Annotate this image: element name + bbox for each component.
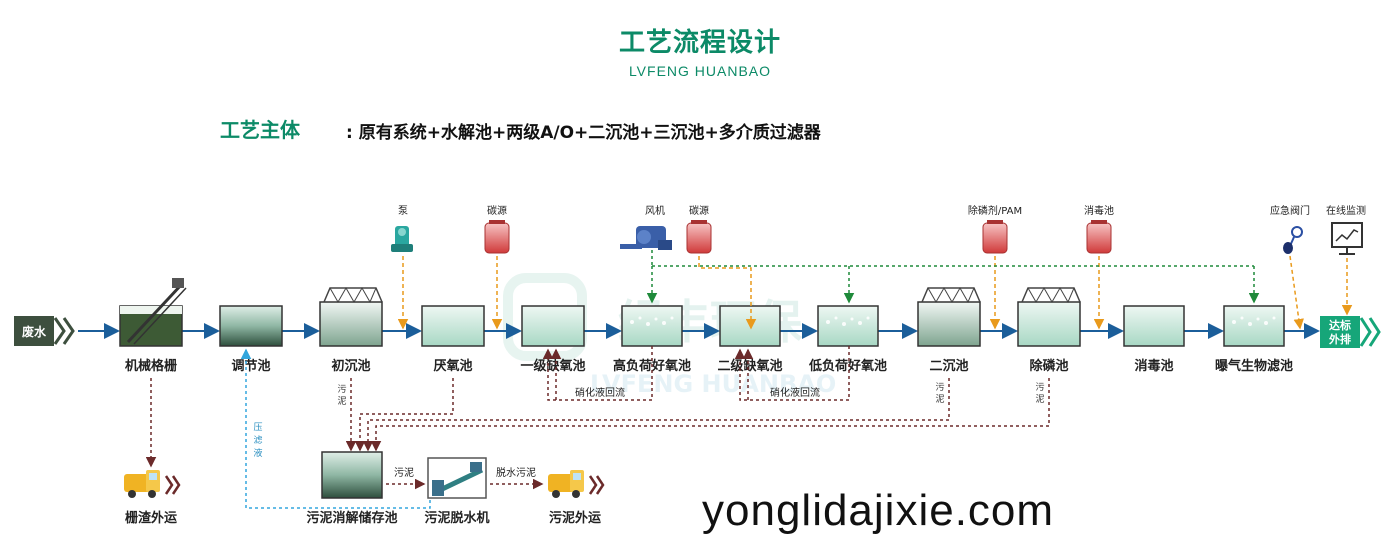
unit-primary-clarifier <box>319 286 383 347</box>
page-title: 工艺流程设计 <box>618 28 781 58</box>
valve-label: 应急阀门 <box>1270 204 1310 217</box>
dewatering-label: 污泥脱水机 <box>424 510 489 526</box>
emergency-valve-icon: 应急阀门 <box>1270 204 1310 254</box>
unit-label: 调节池 <box>231 358 270 374</box>
sludge-label-3b: 泥 <box>1035 394 1044 405</box>
filtrate-label-2: 滤 <box>253 434 262 446</box>
inlet-label: 废水 <box>22 324 47 339</box>
unit-secondary-clarifier <box>917 286 981 347</box>
filtrate-label-1: 压 <box>253 422 262 433</box>
unit-anoxic-tank-1 <box>521 305 585 347</box>
phosphorus-label: 除磷剂/PAM <box>968 204 1022 217</box>
unit-label: 初沉池 <box>331 358 370 374</box>
unit-label: 机械格栅 <box>125 358 177 374</box>
recycle-label-1: 硝化液回流 <box>575 386 625 399</box>
unit-label: 二级缺氧池 <box>717 358 782 374</box>
dewatering-machine-icon <box>427 457 487 499</box>
phosphorus-dosing-icon: 除磷剂/PAM <box>968 204 1022 254</box>
carbon-source-2-icon: 碳源 <box>686 204 712 254</box>
filtrate-return-line <box>240 348 431 509</box>
recycle-lines <box>542 346 850 401</box>
unit-bar-screen <box>119 278 187 347</box>
disinfectant-label: 消毒池 <box>1084 204 1114 217</box>
pump-icon: 泵 <box>391 205 413 252</box>
sludge-label-2b: 泥 <box>935 394 944 405</box>
sludge-out-label: 污泥外运 <box>549 510 601 526</box>
sludge-lines <box>145 378 1050 468</box>
blower-label: 风机 <box>645 204 665 217</box>
screen-out-label: 栅渣外运 <box>125 510 177 526</box>
unit-phosphorus-removal-tank <box>1017 286 1081 347</box>
carbon-source-2-label: 碳源 <box>689 204 709 217</box>
unit-label: 消毒池 <box>1134 358 1173 374</box>
unit-label: 曝气生物滤池 <box>1215 358 1293 374</box>
blower-icon: 风机 <box>620 204 672 250</box>
watermark-en: LVFENG HUANBAO <box>590 370 836 398</box>
unit-label: 低负荷好氧池 <box>808 358 887 374</box>
process-main-label: 工艺主体 <box>220 118 300 142</box>
online-monitor-icon: 在线监测 <box>1326 204 1366 255</box>
sludge-storage-label: 污泥消解储存池 <box>306 510 397 526</box>
sludge-label-1b: 泥 <box>337 396 346 407</box>
unit-aerobic-tank-high <box>621 305 683 347</box>
outlet-label-1: 达标 <box>1329 318 1351 332</box>
unit-disinfection-tank <box>1123 305 1185 347</box>
unit-aerobic-tank-low <box>817 305 879 347</box>
truck-icon <box>548 470 605 498</box>
carbon-source-1-icon: 碳源 <box>484 204 510 254</box>
unit-sludge-storage-tank <box>321 451 383 499</box>
air-supply-lines <box>646 250 1260 304</box>
unit-label: 一级缺氧池 <box>520 358 585 374</box>
unit-anoxic-tank-2 <box>719 305 781 347</box>
unit-anaerobic-tank <box>421 305 485 347</box>
recycle-label-2: 硝化液回流 <box>770 386 820 399</box>
sludge-label-3a: 污 <box>1035 381 1044 393</box>
unit-label: 除磷池 <box>1029 358 1068 374</box>
truck-icon <box>124 470 181 498</box>
disinfectant-icon: 消毒池 <box>1084 204 1114 254</box>
pump-label: 泵 <box>398 205 408 217</box>
unit-label: 厌氧池 <box>433 358 472 374</box>
sludge-label-1a: 污 <box>337 383 346 395</box>
outlet-label-2: 外排 <box>1328 332 1351 346</box>
outlet-block: 达标 外排 <box>1320 316 1381 348</box>
page-subtitle: LVFENG HUANBAO <box>628 63 772 79</box>
website-url: yonglidajixie.com <box>702 486 1055 535</box>
process-main-text: : 原有系统+水解池+两级A/O+二沉池+三沉池+多介质过滤器 <box>346 123 821 143</box>
sludge-label-2a: 污 <box>935 381 944 393</box>
inlet-block: 废水 <box>14 316 75 346</box>
unit-label: 二沉池 <box>929 358 968 374</box>
filtrate-label-3: 液 <box>253 447 262 459</box>
monitor-label: 在线监测 <box>1326 204 1366 217</box>
sludge-arrow-label: 污泥 <box>394 466 414 479</box>
unit-equalization-tank <box>219 305 283 347</box>
carbon-source-1-label: 碳源 <box>487 204 507 217</box>
dewatered-arrow-label: 脱水污泥 <box>496 466 536 479</box>
unit-biological-aerated-filter <box>1223 305 1285 347</box>
